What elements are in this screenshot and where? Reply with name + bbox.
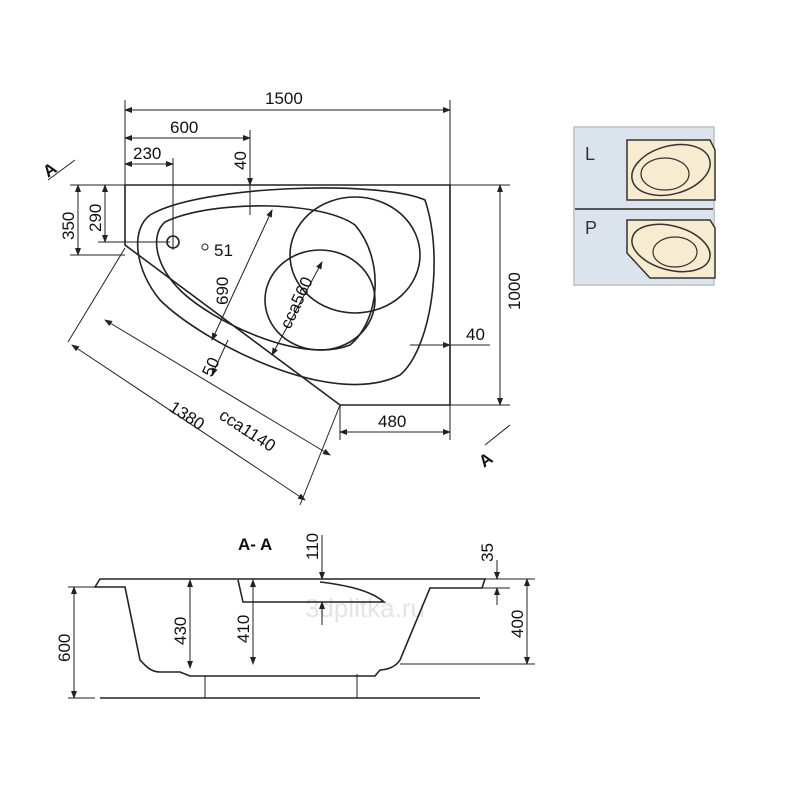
dim-seat-cca560: cca560 bbox=[276, 274, 316, 332]
section-marker-top: A bbox=[39, 159, 60, 182]
dim-cca1140: cca1140 bbox=[216, 405, 279, 455]
seat-profile bbox=[237, 579, 387, 603]
dim-230: 230 bbox=[133, 144, 161, 163]
section-view: A- A 3dplitka.ru 430 410 110 35 400 600 bbox=[55, 533, 535, 699]
dim-430: 430 bbox=[171, 617, 190, 645]
dim-110: 110 bbox=[303, 533, 322, 560]
dim-410: 410 bbox=[234, 615, 253, 643]
watermark: 3dplitka.ru bbox=[305, 593, 425, 623]
orientation-thumbnails bbox=[626, 139, 716, 279]
tub-rim bbox=[136, 187, 435, 386]
left-version-thumbnail bbox=[626, 139, 716, 201]
dim-400: 400 bbox=[508, 610, 527, 638]
dim-40-top: 40 bbox=[231, 151, 250, 170]
dim-290: 290 bbox=[86, 204, 105, 232]
left-version-label: L bbox=[585, 144, 596, 164]
tub-outer-outline bbox=[124, 184, 451, 406]
right-version-thumbnail bbox=[626, 219, 716, 279]
section-marker-bottom: A bbox=[475, 449, 496, 472]
orientation-inset: L P bbox=[573, 126, 716, 286]
right-version-label: P bbox=[585, 218, 598, 238]
overflow-icon bbox=[201, 243, 209, 251]
dim-35: 35 bbox=[478, 543, 497, 562]
dim-drain-51: 51 bbox=[214, 241, 233, 260]
tub-profile bbox=[93, 578, 487, 677]
dim-350: 350 bbox=[59, 212, 78, 240]
inset-divider bbox=[575, 208, 713, 210]
seat-backrest bbox=[289, 196, 421, 314]
dim-690: 690 bbox=[213, 277, 232, 305]
dim-1380: 1380 bbox=[166, 397, 208, 434]
dim-1000: 1000 bbox=[505, 272, 524, 310]
dim-40-right: 40 bbox=[466, 325, 485, 344]
dim-1500: 1500 bbox=[265, 89, 303, 108]
dim-600: 600 bbox=[170, 118, 198, 137]
tub-basin bbox=[155, 205, 376, 351]
dim-480: 480 bbox=[378, 412, 406, 431]
section-title: A- A bbox=[238, 535, 272, 554]
dim-600-height: 600 bbox=[55, 634, 74, 662]
top-view: 1500 600 230 40 350 290 A 51 690 cca560 … bbox=[39, 89, 524, 506]
